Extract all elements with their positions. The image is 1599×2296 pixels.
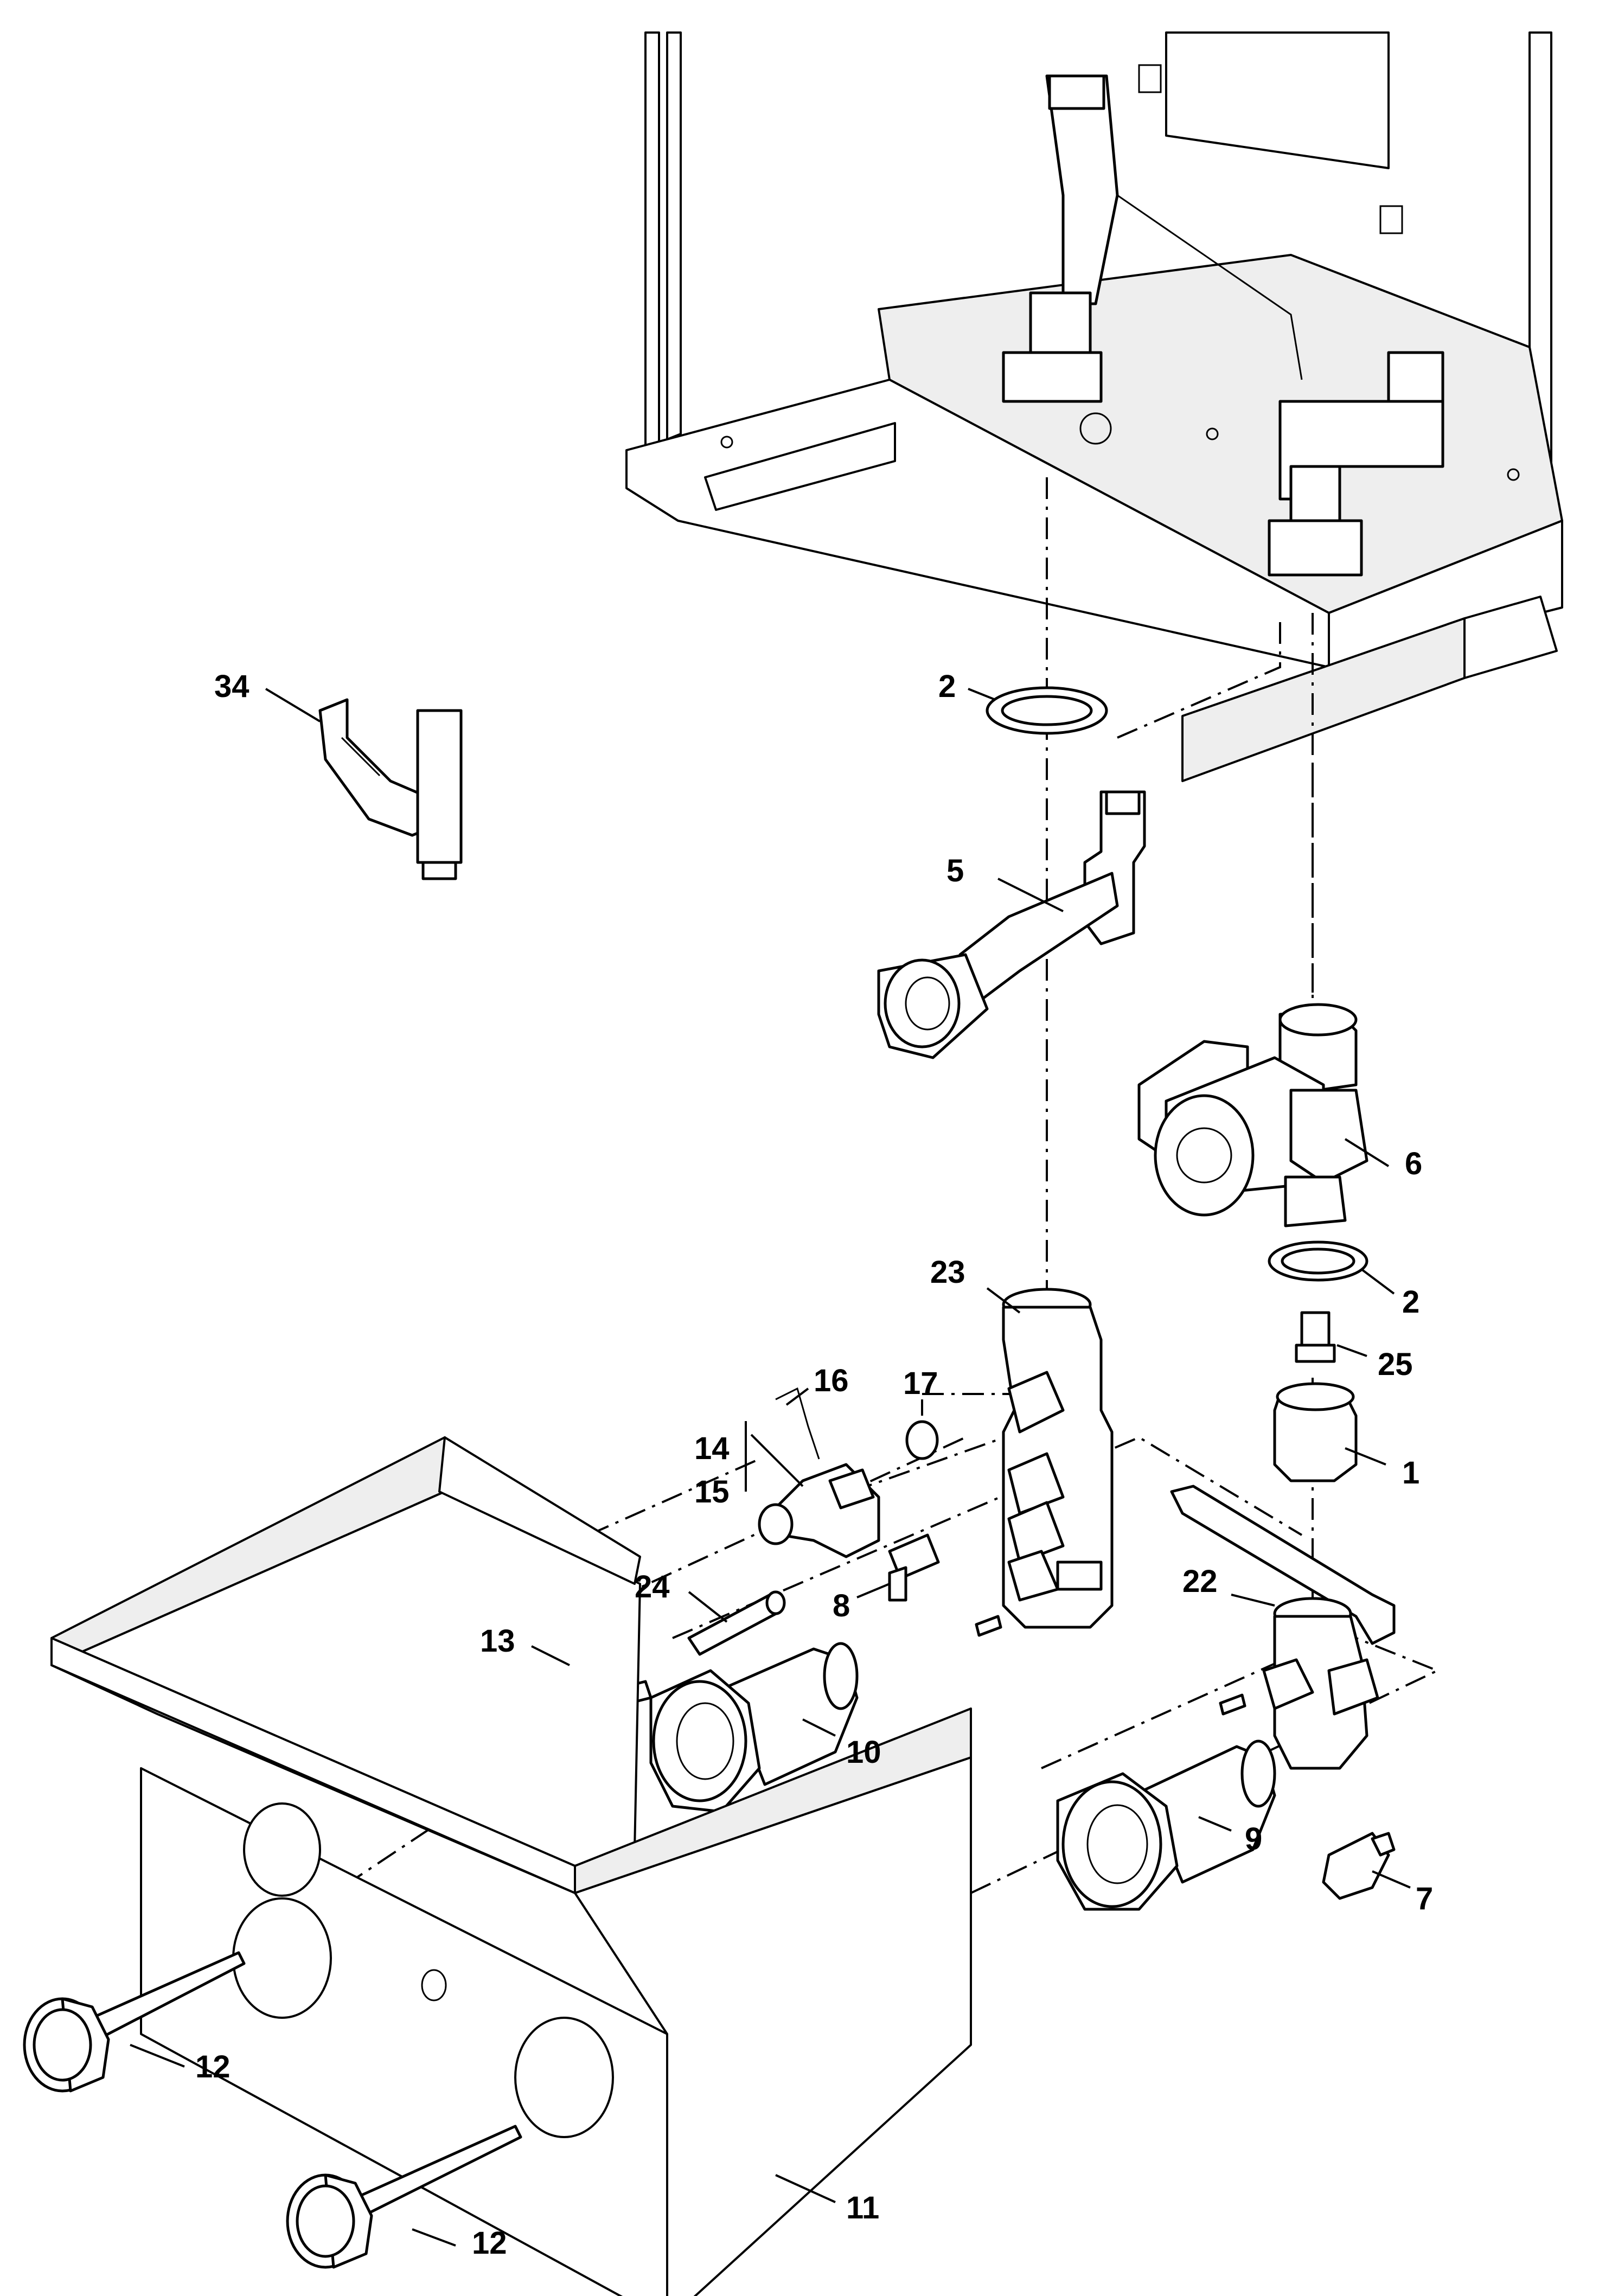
callout-8: 8	[833, 1588, 850, 1623]
strainer-insert	[1295, 1311, 1336, 1363]
o-ring-small	[905, 1420, 939, 1460]
callout-11: 11	[846, 2190, 879, 2225]
callout-16: 16	[814, 1363, 849, 1398]
callout-22: 22	[1182, 1564, 1218, 1599]
callout-12-right: 12	[472, 2225, 507, 2261]
callout-7: 7	[1416, 1881, 1433, 1916]
callout-12-left: 12	[195, 2049, 231, 2084]
return-valve	[1262, 1597, 1379, 1770]
callout-1: 1	[1402, 1455, 1419, 1491]
callout-2-upper: 2	[938, 669, 956, 704]
screw-upper	[975, 1615, 1002, 1637]
callout-9: 9	[1245, 1821, 1262, 1857]
callout-labels: 34 2 5 6 23 2 17 16 25 14 15 1 24 8 22 1…	[195, 669, 1433, 2261]
thermometer-right	[286, 2125, 522, 2269]
callout-15: 15	[694, 1474, 730, 1510]
callout-10: 10	[846, 1735, 881, 1770]
bypass-pipe	[877, 790, 1146, 1059]
pin-clip	[775, 1387, 820, 1460]
callout-24: 24	[635, 1569, 670, 1604]
sensor-well	[687, 1590, 786, 1656]
callout-23: 23	[930, 1255, 965, 1290]
screw-lower	[1219, 1693, 1246, 1716]
safety-valve	[758, 1463, 880, 1558]
callout-2-lower: 2	[1402, 1284, 1419, 1320]
circulating-pump	[1137, 1003, 1368, 1227]
base-tray	[50, 1436, 972, 2296]
callout-17: 17	[903, 1366, 938, 1401]
insulating-sleeve-right	[1056, 1739, 1276, 1911]
callout-34: 34	[214, 669, 250, 704]
boiler-chassis	[625, 31, 1563, 782]
leader-lines	[130, 688, 1411, 2247]
drain-valve	[888, 1533, 940, 1602]
o-ring-lower	[1268, 1240, 1368, 1282]
flow-manifold	[1002, 1288, 1114, 1629]
callout-14: 14	[694, 1431, 730, 1466]
thermometer-left	[23, 1951, 246, 2093]
callout-25: 25	[1378, 1347, 1413, 1382]
insulating-sleeve-left	[649, 1642, 859, 1813]
hose-assembly	[318, 698, 463, 880]
callout-6: 6	[1405, 1146, 1422, 1181]
union-nut	[1273, 1382, 1358, 1482]
callout-13: 13	[480, 1623, 515, 1659]
air-vent	[1322, 1832, 1396, 1900]
o-ring-upper	[986, 686, 1108, 735]
callout-5: 5	[946, 853, 964, 888]
